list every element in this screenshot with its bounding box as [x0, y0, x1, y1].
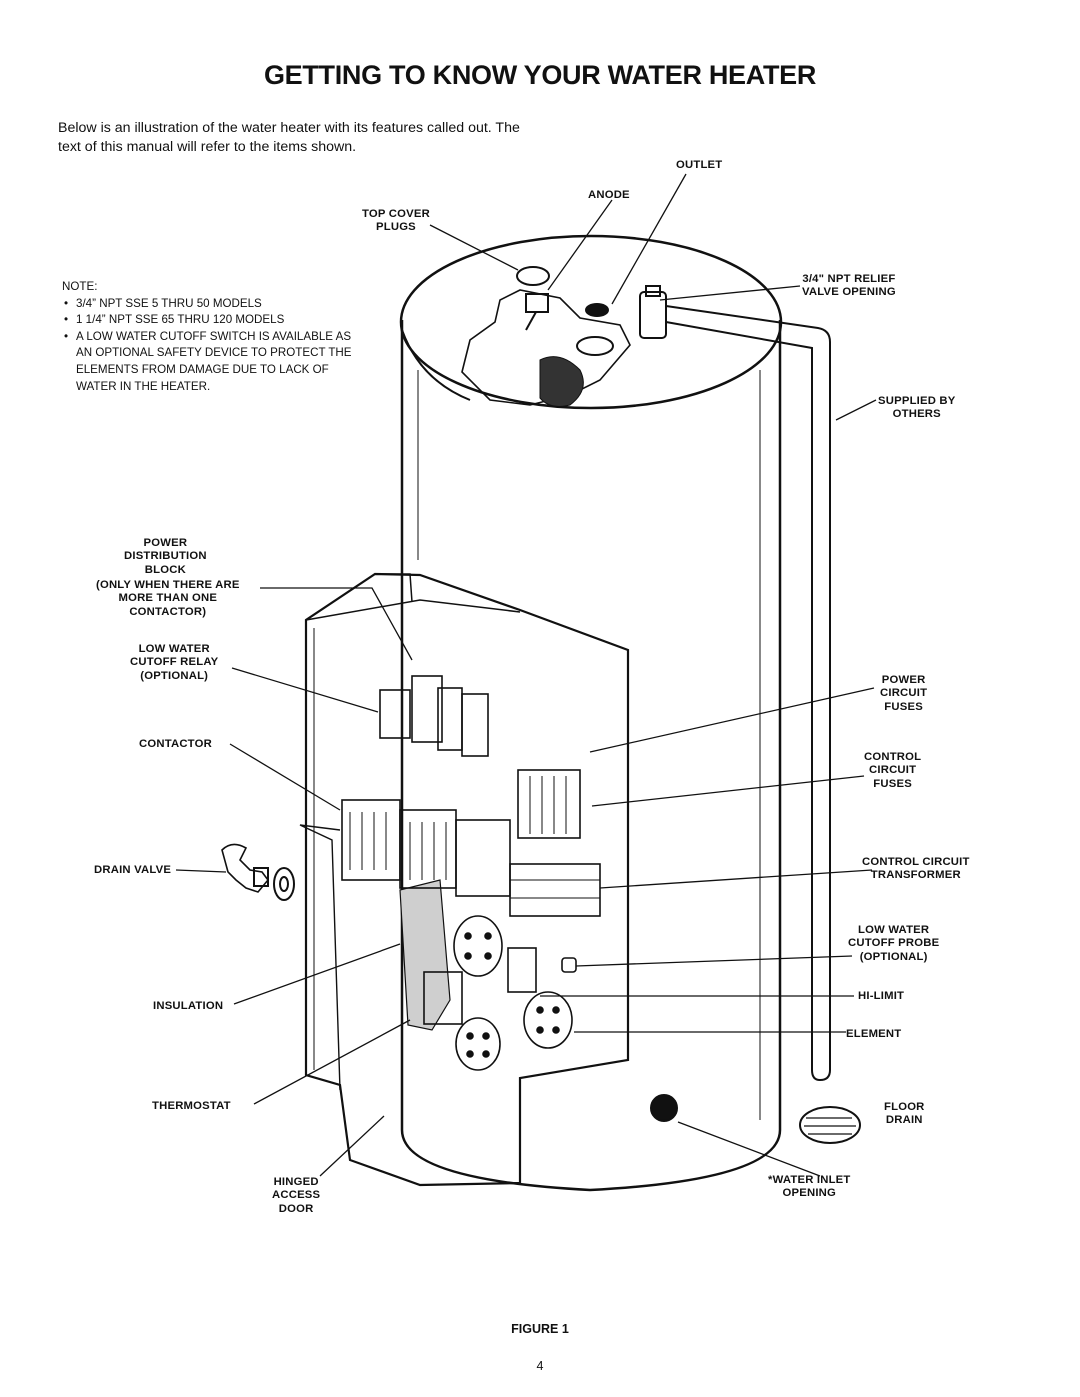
control-cabinet	[299, 572, 630, 1187]
label-line: OPENING	[782, 1187, 837, 1200]
label-line: POWER	[143, 537, 188, 549]
label-line: CIRCUIT	[880, 687, 928, 700]
label-line: *WATER INLET	[768, 1174, 851, 1186]
label-line: PLUGS	[376, 221, 416, 234]
label-low-water-cutoff-relay: LOW WATER CUTOFF RELAY (OPTIONAL)	[130, 643, 218, 683]
note-heading: NOTE:	[62, 280, 98, 293]
note-item: 3/4” NPT SSE 5 THRU 50 MODELS	[62, 296, 362, 313]
label-line: CUTOFF RELAY	[130, 656, 219, 669]
label-floor-drain: FLOOR DRAIN	[884, 1101, 925, 1128]
figure-caption: FIGURE 1	[511, 1322, 569, 1336]
label-line: MORE THAN ONE	[118, 592, 218, 605]
label-line: CONTROL CIRCUIT	[862, 856, 970, 868]
label-control-circuit-transformer: CONTROL CIRCUIT TRANSFORMER	[862, 856, 970, 883]
label-line: DISTRIBUTION	[124, 550, 207, 563]
label-line: FLOOR	[884, 1101, 925, 1113]
label-power-distribution-block: POWER DISTRIBUTION BLOCK	[124, 537, 207, 577]
intro-paragraph: Below is an illustration of the water he…	[58, 120, 520, 155]
label-line: (ONLY WHEN THERE ARE	[96, 579, 240, 591]
label-supplied-by-others: SUPPLIED BY OTHERS	[878, 395, 956, 422]
label-line: OTHERS	[892, 408, 941, 421]
tank-body	[399, 234, 783, 1192]
leader-lines	[175, 173, 877, 1177]
insulation-block	[399, 879, 451, 1031]
components	[341, 675, 601, 1071]
label-contactor: CONTACTOR	[139, 738, 212, 750]
label-line: CONTACTOR)	[129, 605, 207, 618]
label-line: VALVE OPENING	[802, 286, 896, 299]
label-anode: ANODE	[588, 189, 630, 201]
note-item: A LOW WATER CUTOFF SWITCH IS AVAILABLE A…	[62, 329, 362, 395]
label-line: BLOCK	[144, 563, 186, 576]
label-line: TRANSFORMER	[870, 869, 961, 882]
label-line: LOW WATER	[858, 924, 930, 936]
label-hi-limit: HI-LIMIT	[858, 990, 905, 1002]
label-outlet: OUTLET	[676, 159, 723, 171]
page-number: 4	[536, 1359, 544, 1373]
label-line: TOP COVER	[362, 208, 430, 220]
label-line: FUSES	[873, 777, 912, 790]
note-block: NOTE: 3/4” NPT SSE 5 THRU 50 MODELS 1 1/…	[62, 279, 362, 395]
label-drain-valve: DRAIN VALVE	[94, 864, 172, 876]
drain-valve	[221, 843, 295, 901]
label-line: DRAIN	[885, 1114, 923, 1127]
label-top-cover-plugs: TOP COVER PLUGS	[362, 208, 430, 235]
relief-valve	[639, 285, 831, 1082]
note-list: 3/4” NPT SSE 5 THRU 50 MODELS 1 1/4” NPT…	[62, 296, 362, 396]
label-hinged-access-door: HINGED ACCESS DOOR	[272, 1176, 320, 1216]
note-item: 1 1/4” NPT SSE 65 THRU 120 MODELS	[62, 312, 362, 329]
label-low-water-cutoff-probe: LOW WATER CUTOFF PROBE (OPTIONAL)	[848, 924, 939, 964]
page-title: GETTING TO KNOW YOUR WATER HEATER	[263, 60, 817, 90]
top-cutaway	[461, 266, 631, 407]
label-line: SUPPLIED BY	[878, 395, 956, 407]
label-line: LOW WATER	[138, 643, 210, 655]
label-insulation: INSULATION	[153, 1000, 224, 1012]
label-line: ACCESS	[272, 1189, 321, 1202]
label-line: FUSES	[884, 700, 923, 713]
inlet-and-drain	[650, 1094, 861, 1144]
label-line: CIRCUIT	[869, 764, 917, 777]
label-control-circuit-fuses: CONTROL CIRCUIT FUSES	[864, 751, 921, 791]
label-line: POWER	[881, 674, 926, 686]
label-power-circuit-fuses: POWER CIRCUIT FUSES	[880, 674, 927, 714]
label-line: (OPTIONAL)	[140, 669, 209, 682]
label-relief-valve: 3/4" NPT RELIEF VALVE OPENING	[802, 273, 896, 300]
label-thermostat: THERMOSTAT	[152, 1100, 231, 1112]
label-line: CONTROL	[864, 751, 922, 763]
label-line: HINGED	[273, 1176, 319, 1188]
label-water-inlet: *WATER INLET OPENING	[768, 1174, 851, 1201]
label-only-when: (ONLY WHEN THERE ARE MORE THAN ONE CONTA…	[96, 579, 240, 619]
label-line: DOOR	[278, 1202, 314, 1215]
label-line: (OPTIONAL)	[859, 950, 928, 963]
label-element: ELEMENT	[846, 1028, 902, 1040]
label-line: CUTOFF PROBE	[848, 937, 940, 950]
label-line: 3/4" NPT RELIEF	[802, 273, 896, 285]
